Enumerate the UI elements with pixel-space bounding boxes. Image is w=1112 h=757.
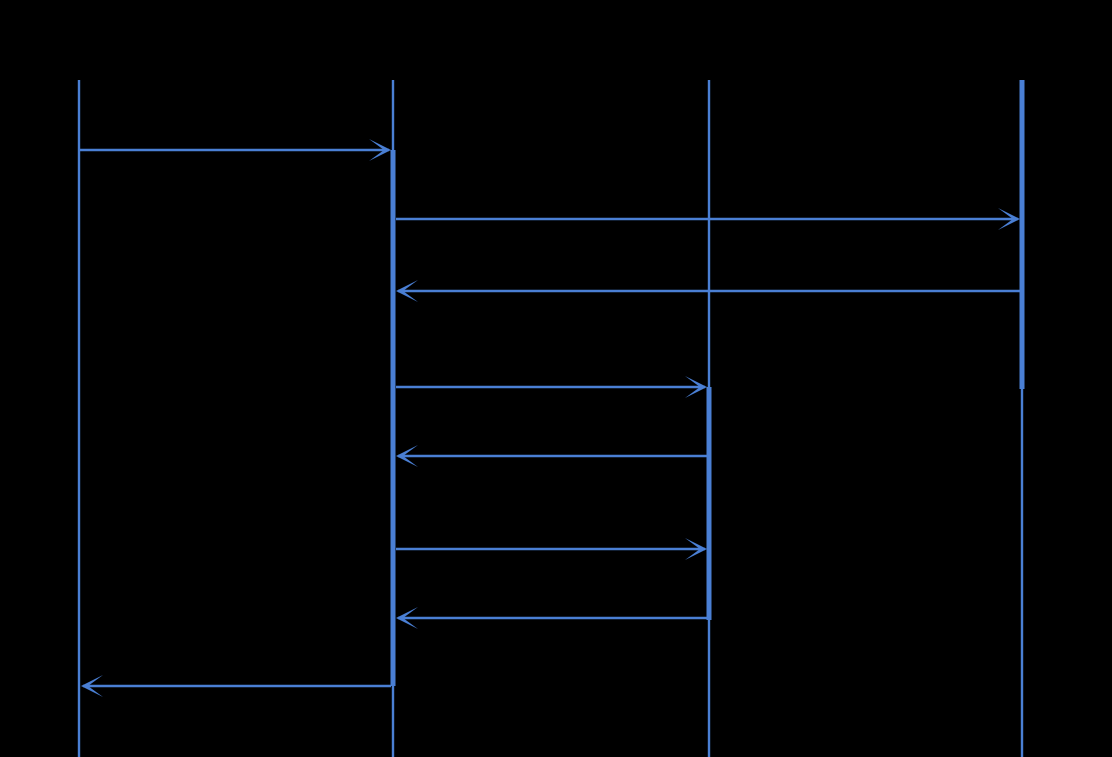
message-m1	[79, 139, 391, 161]
message-m5	[396, 445, 707, 467]
message-arrowhead	[396, 607, 418, 629]
messages-group	[79, 139, 1020, 697]
message-arrowhead	[369, 139, 391, 161]
message-arrowhead	[396, 280, 418, 302]
message-arrowhead	[685, 376, 707, 398]
message-arrowhead	[396, 445, 418, 467]
activation-bar-a1	[390, 150, 396, 686]
activation-bar-a2	[1019, 80, 1025, 389]
message-arrowhead	[685, 538, 707, 560]
message-arrowhead	[998, 208, 1020, 230]
message-m6	[396, 538, 707, 560]
message-m8	[81, 675, 391, 697]
message-m7	[396, 607, 707, 629]
message-m2	[396, 208, 1020, 230]
message-m4	[396, 376, 707, 398]
message-arrowhead	[81, 675, 103, 697]
activation-bars-group	[390, 80, 1025, 686]
message-m3	[396, 280, 1020, 302]
activation-bar-a3	[706, 387, 712, 620]
